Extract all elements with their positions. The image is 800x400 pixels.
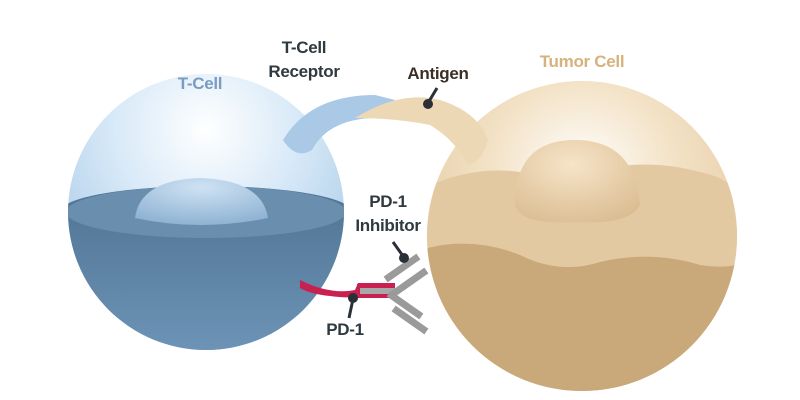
t-cell-receptor <box>283 95 395 154</box>
t-cell <box>68 74 344 350</box>
antigen-molecule <box>355 97 488 165</box>
pd1-receptor <box>300 280 396 298</box>
inhibitor-pointer <box>391 241 405 257</box>
tumor-cell-label: Tumor Cell <box>539 52 625 71</box>
pd1-inhibitor-antibody <box>383 253 429 335</box>
pd1-pointer-dot <box>348 293 358 303</box>
pd1-inhibitor-label: PD-1 Inhibitor <box>355 190 421 238</box>
inhibitor-pointer-dot <box>399 253 409 263</box>
antigen-pointer-dot <box>423 99 433 109</box>
t-cell-receptor-label-line1: T-Cell <box>281 38 327 57</box>
pd1-inhibitor-label-line2: Inhibitor <box>355 216 421 235</box>
t-cell-label: T-Cell <box>177 74 223 93</box>
antigen-label: Antigen <box>407 64 469 83</box>
pd1-label: PD-1 <box>326 320 364 339</box>
t-cell-receptor-label: T-Cell Receptor <box>268 36 340 84</box>
pd1-inhibitor-label-line1: PD-1 <box>369 192 407 211</box>
tumor-cell <box>427 81 737 391</box>
t-cell-receptor-label-line2: Receptor <box>268 62 340 81</box>
